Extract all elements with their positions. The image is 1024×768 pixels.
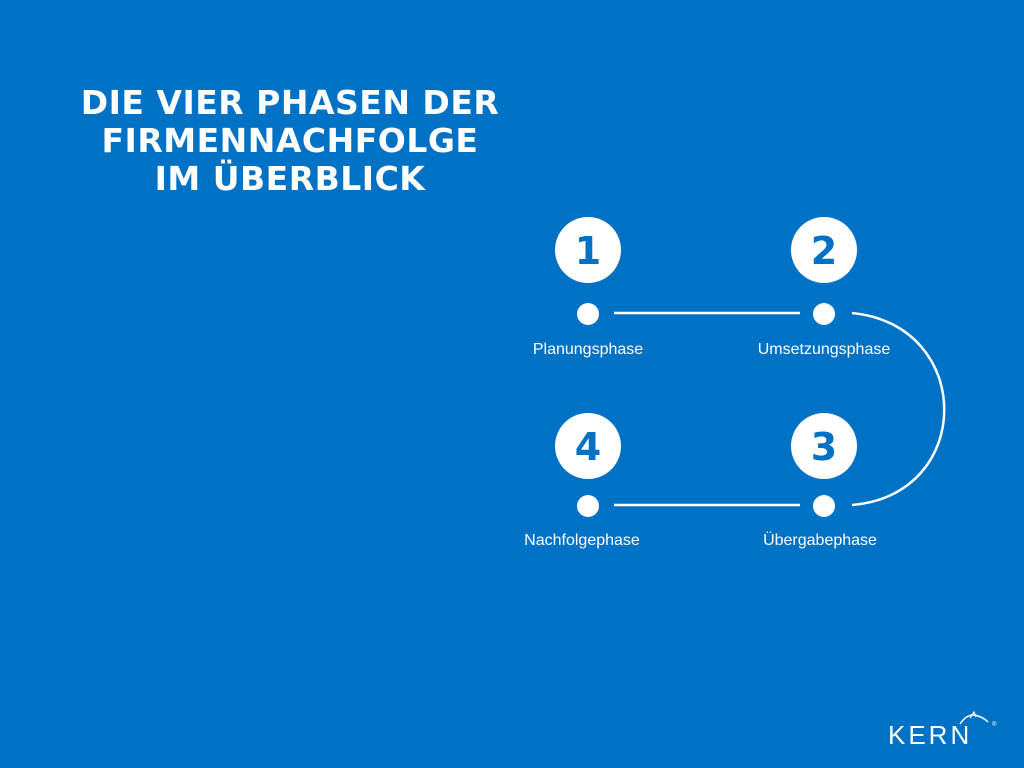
phase-1-badge: [555, 217, 621, 283]
phase-1-number: 1: [575, 229, 601, 273]
phase-2: 2: [791, 217, 857, 325]
phase-3-dot: [813, 495, 835, 517]
phase-4: 4: [555, 413, 621, 517]
title-line-3: IM ÜBERBLICK: [154, 159, 426, 198]
title-line-1: DIE VIER PHASEN DER: [80, 83, 500, 122]
phase-1-label: Planungsphase: [532, 341, 644, 358]
title-line-2: FIRMENNACHFOLGE: [101, 121, 479, 160]
phase-2-badge: [791, 217, 857, 283]
phase-2-number: 2: [811, 229, 837, 273]
phase-4-label: Nachfolgephase: [524, 532, 640, 549]
phase-4-badge: [555, 413, 621, 479]
phase-1-dot: [577, 303, 599, 325]
phase-3: 3: [791, 413, 857, 517]
phase-2-label: Umsetzungsphase: [757, 341, 891, 358]
logo-mark-icon: [959, 710, 989, 725]
connector-2-3: [851, 311, 946, 507]
logo-text: KERN: [888, 720, 973, 750]
phase-4-number: 4: [575, 425, 601, 469]
page-title: DIE VIER PHASEN DER FIRMENNACHFOLGE IM Ü…: [60, 84, 520, 198]
kern-logo: ® KERN: [888, 708, 1000, 748]
phase-3-badge: [791, 413, 857, 479]
logo-registered: ®: [992, 722, 997, 728]
phase-4-dot: [577, 495, 599, 517]
phase-1: 1: [555, 217, 621, 325]
phase-3-label: Übergabephase: [763, 532, 877, 549]
phase-3-number: 3: [811, 425, 837, 469]
phase-2-dot: [813, 303, 835, 325]
